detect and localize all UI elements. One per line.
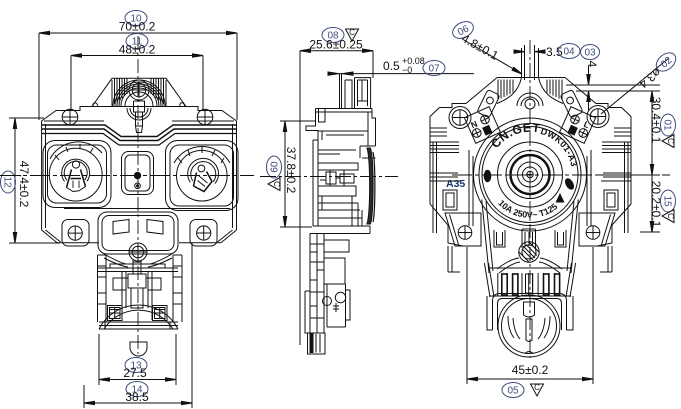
svg-text:37.8±0.2: 37.8±0.2 (284, 147, 298, 194)
svg-text:38.5: 38.5 (125, 390, 149, 404)
svg-text:06: 06 (456, 23, 471, 38)
svg-text:3.5: 3.5 (546, 45, 563, 59)
svg-text:13: 13 (130, 361, 142, 372)
svg-text:4: 4 (585, 61, 599, 68)
svg-text:+0.08: +0.08 (402, 56, 425, 66)
svg-text:47.4±0.2: 47.4±0.2 (17, 161, 31, 208)
svg-text:20.2±0.1: 20.2±0.1 (649, 181, 663, 228)
svg-text:04: 04 (563, 47, 575, 58)
svg-text:08: 08 (327, 31, 339, 42)
svg-text:12: 12 (2, 176, 13, 188)
svg-text:L: L (582, 119, 591, 130)
svg-text:01: 01 (662, 119, 673, 131)
svg-text:A35: A35 (446, 178, 465, 190)
svg-text:25.6±0.25: 25.6±0.25 (309, 38, 363, 52)
svg-text:15: 15 (662, 195, 673, 207)
svg-text:−0: −0 (402, 65, 412, 75)
svg-text:10: 10 (130, 14, 142, 25)
svg-text:N: N (469, 119, 479, 131)
svg-text:45±0.2: 45±0.2 (512, 363, 549, 377)
svg-text:30.4±0.1: 30.4±0.1 (649, 97, 663, 144)
svg-text:0.5: 0.5 (383, 59, 400, 73)
svg-text:27.5: 27.5 (123, 366, 147, 380)
svg-text:14: 14 (131, 385, 143, 396)
svg-text:48±0.2: 48±0.2 (119, 43, 156, 57)
svg-text:03: 03 (584, 48, 596, 59)
svg-text:07: 07 (428, 64, 440, 75)
svg-text:70±0.2: 70±0.2 (119, 20, 156, 34)
svg-text:05: 05 (507, 386, 519, 397)
svg-text:09: 09 (268, 161, 279, 173)
svg-text:11: 11 (132, 37, 143, 48)
